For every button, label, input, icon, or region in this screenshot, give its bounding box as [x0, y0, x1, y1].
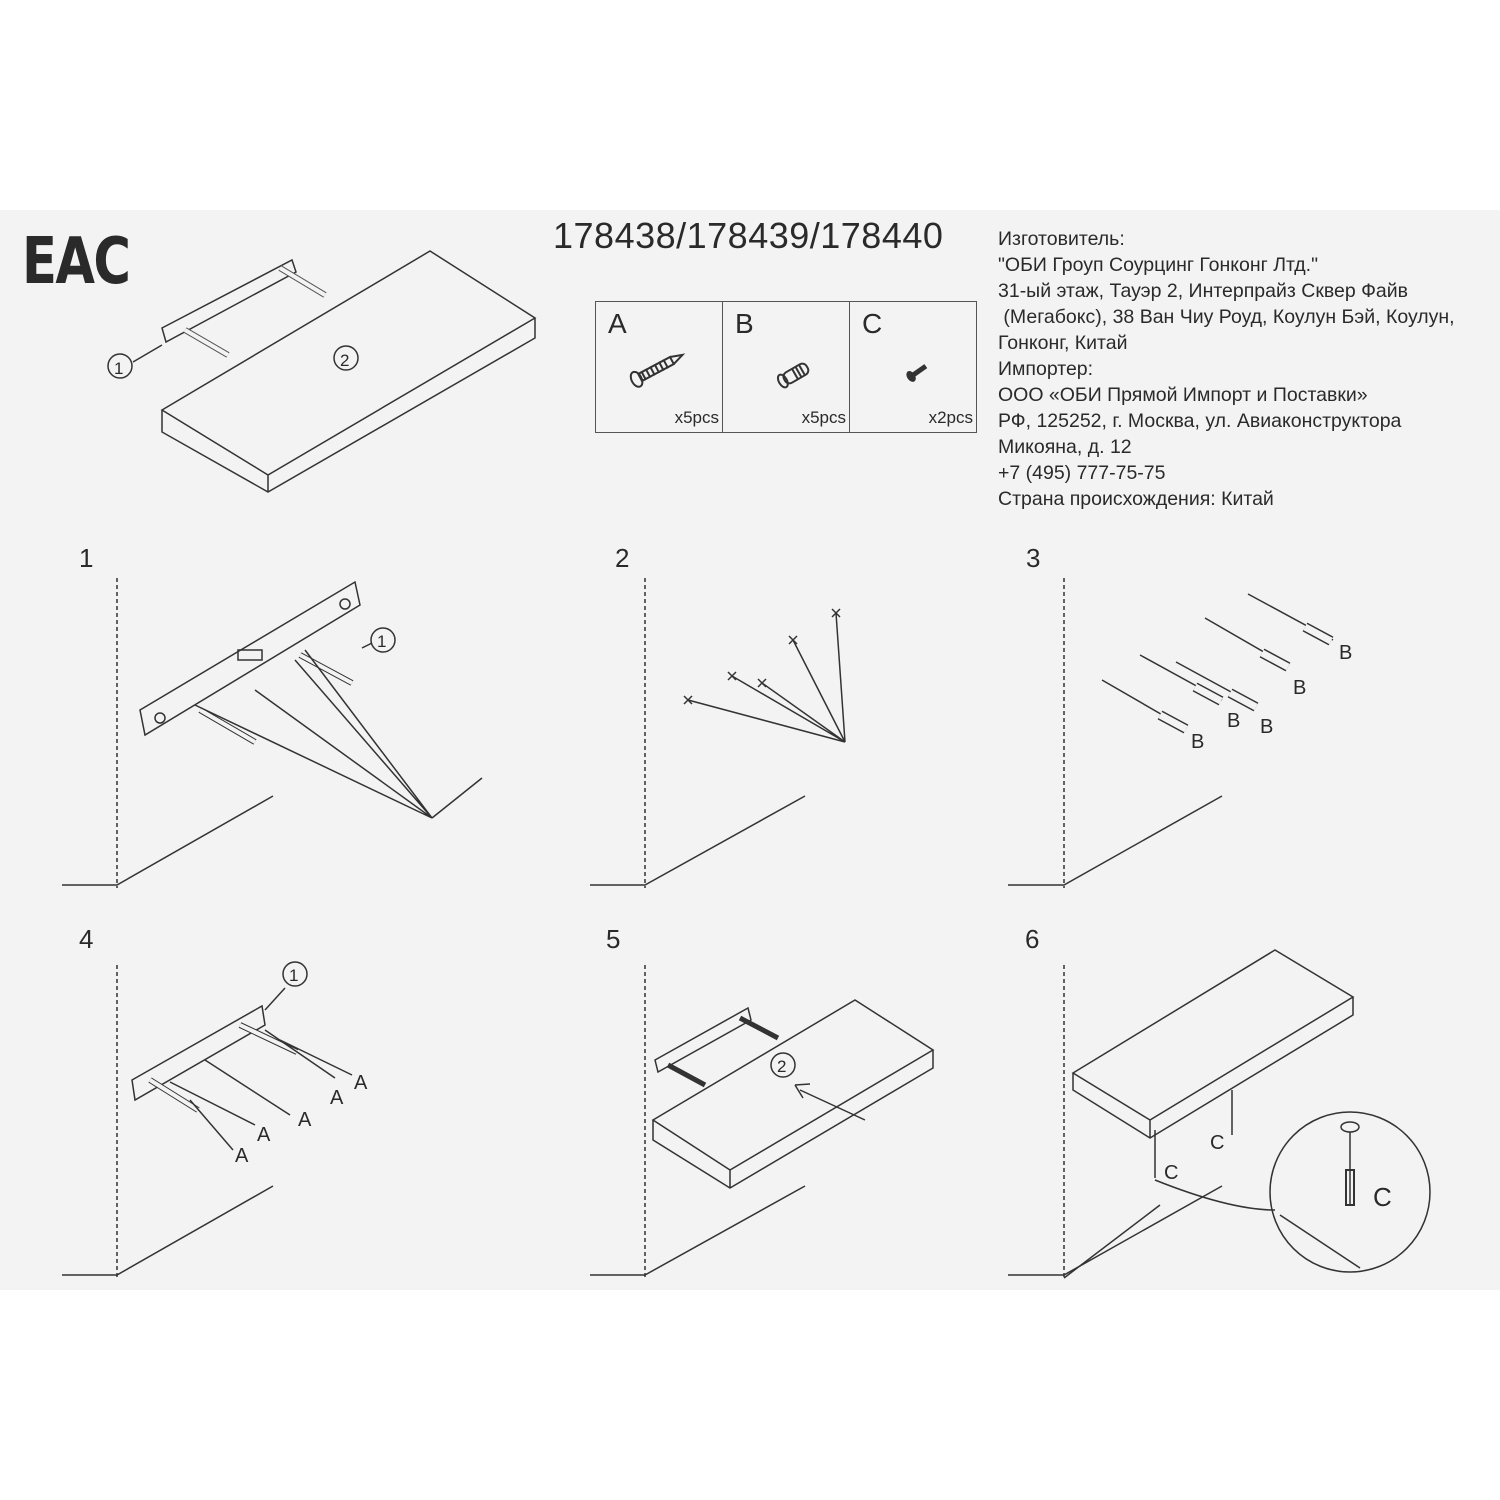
step4-callout: A — [298, 1109, 312, 1131]
step4-callout: 1 — [289, 966, 298, 985]
step3-callout: B — [1260, 716, 1273, 738]
step-number-6: 6 — [1025, 924, 1040, 954]
wall-plug-icon — [776, 362, 810, 389]
callout-shelf: 2 — [340, 351, 349, 370]
floors — [62, 795, 1223, 1276]
info-line: ООО «ОБИ Прямой Импорт и Поставки» — [998, 384, 1368, 406]
info-line: Гонконг, Китай — [998, 332, 1128, 354]
part-letter: C — [862, 308, 883, 339]
step4-drawing — [131, 961, 353, 1151]
overview-drawing: 1 2 — [107, 250, 537, 493]
step1-callout: 1 — [377, 632, 386, 651]
step-number-2: 2 — [615, 543, 630, 573]
article-numbers: 178438/178439/178440 — [553, 215, 944, 256]
step2-drawing — [683, 608, 846, 743]
step6-callout: C — [1164, 1162, 1178, 1184]
callout-bracket: 1 — [114, 359, 123, 378]
eac-certification-mark: EAC — [22, 225, 131, 299]
info-line: Микояна, д. 12 — [998, 436, 1132, 458]
step4-callout: A — [257, 1124, 271, 1146]
instruction-sheet — [0, 210, 1500, 1290]
part-quantity: x5pcs — [674, 408, 719, 427]
step6-detail-callout: C — [1373, 1182, 1392, 1212]
info-line: (Мегабокс), 38 Ван Чиу Роуд, Коулун Бэй,… — [998, 306, 1455, 328]
walls — [116, 578, 1065, 1278]
step6-callout: C — [1210, 1132, 1224, 1154]
manufacturer-info: Изготовитель: "ОБИ Гроуп Соурцинг Гонкон… — [998, 226, 1455, 512]
part-quantity: x2pcs — [928, 408, 973, 427]
part-a: A x5pcs — [596, 302, 723, 432]
step6-drawing — [1063, 949, 1431, 1279]
step3-drawing — [1101, 593, 1334, 734]
step3-callout: B — [1191, 731, 1204, 753]
step3-callout: B — [1293, 677, 1306, 699]
step3-callout: B — [1227, 710, 1240, 732]
info-line: Импортер: — [998, 358, 1094, 380]
callout-labels: 1 B B B B B 1 A A A A A 2 C C C — [235, 632, 1392, 1212]
step4-callout: A — [330, 1087, 344, 1109]
part-letter: A — [608, 308, 627, 339]
info-line: +7 (495) 777-75-75 — [998, 462, 1166, 484]
info-line: Изготовитель: — [998, 228, 1125, 250]
info-line: РФ, 125252, г. Москва, ул. Авиаконструкт… — [998, 410, 1402, 432]
step-number-1: 1 — [79, 543, 94, 573]
step-number-3: 3 — [1026, 543, 1041, 573]
small-screw-icon — [906, 364, 928, 382]
wood-screw-icon — [629, 353, 686, 388]
info-line: "ОБИ Гроуп Соурцинг Гонконг Лтд." — [998, 254, 1318, 276]
step5-callout: 2 — [777, 1057, 786, 1076]
part-b: B x5pcs — [723, 302, 850, 432]
info-line: Страна происхождения: Китай — [998, 488, 1274, 510]
part-letter: B — [735, 308, 754, 339]
step-number-5: 5 — [606, 924, 621, 954]
step-number-4: 4 — [79, 924, 94, 954]
part-quantity: x5pcs — [801, 408, 846, 427]
step4-callout: A — [354, 1072, 368, 1094]
step3-callout: B — [1339, 642, 1352, 664]
step5-drawing — [651, 999, 935, 1189]
info-line: 31-ый этаж, Тауэр 2, Интерпрайз Сквер Фа… — [998, 280, 1409, 302]
part-c: C x2pcs — [850, 302, 976, 432]
parts-table: A x5pcs B x5pcs C — [595, 301, 977, 433]
step1-drawing — [139, 580, 483, 819]
step4-callout: A — [235, 1145, 249, 1167]
